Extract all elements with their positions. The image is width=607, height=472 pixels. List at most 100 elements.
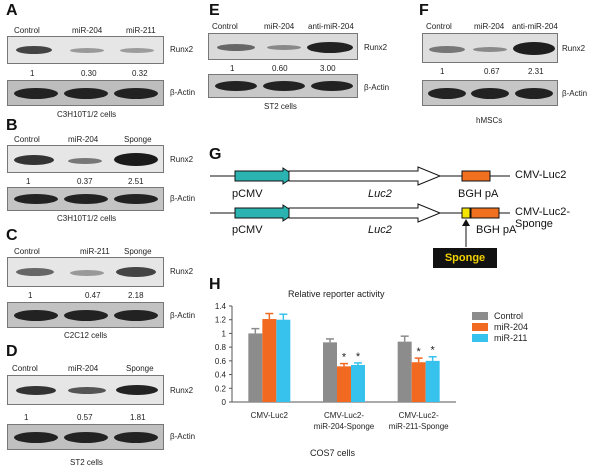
band <box>14 432 58 443</box>
bar <box>276 319 291 402</box>
bar <box>248 333 263 402</box>
band <box>513 42 555 55</box>
blot-runx2 <box>7 257 164 287</box>
cells-label: C2C12 cells <box>64 331 108 340</box>
quant-value: 0.37 <box>77 177 93 186</box>
blot-actin <box>208 74 358 98</box>
legend-swatch <box>472 312 488 320</box>
quant-value: 1 <box>230 64 235 73</box>
polya-box <box>461 170 491 182</box>
construct-name: CMV-Luc2 <box>515 169 567 181</box>
bar <box>397 341 412 402</box>
panel-label: G <box>209 146 222 163</box>
band <box>16 46 52 54</box>
band <box>311 81 353 91</box>
band <box>14 155 54 165</box>
band <box>114 194 158 204</box>
promoter-label: pCMV <box>232 224 263 236</box>
lane-label: Control <box>212 22 238 31</box>
polya-label: BGH pA <box>476 224 517 236</box>
band <box>64 194 108 204</box>
blot-actin <box>422 80 558 106</box>
cells-label: C3H10T1/2 cells <box>57 214 117 223</box>
panel-label: C <box>6 227 18 244</box>
construct-name: CMV-Luc2-Sponge <box>515 206 571 230</box>
polya-label: BGH pA <box>458 188 499 200</box>
band <box>263 81 305 91</box>
quant-value: 1 <box>30 69 35 78</box>
band <box>120 48 154 53</box>
blot-runx2 <box>208 33 358 60</box>
band <box>114 310 158 321</box>
band <box>114 153 158 166</box>
bar <box>337 366 351 402</box>
cells-label: ST2 cells <box>264 102 297 111</box>
cells-label: hMSCs <box>476 116 503 125</box>
y-tick-label: 0 <box>222 398 227 407</box>
lane-label: Sponge <box>126 364 154 373</box>
band <box>471 88 509 99</box>
quant-value: 1 <box>440 67 445 76</box>
lane-label: Sponge <box>124 135 152 144</box>
blot-runx2 <box>422 33 558 63</box>
legend-swatch <box>472 323 488 331</box>
row-label: β-Actin <box>364 83 390 92</box>
quant-value: 0.60 <box>272 64 288 73</box>
sponge-arrowhead <box>462 219 470 226</box>
cells-label: ST2 cells <box>70 458 103 467</box>
band <box>307 42 353 53</box>
lane-label: Sponge <box>124 247 152 256</box>
panel-label: F <box>419 2 429 19</box>
category-label: CMV-Luc2- <box>399 411 439 420</box>
panel-label: H <box>209 276 221 293</box>
band <box>114 432 158 443</box>
quant-value: 1 <box>26 177 31 186</box>
band <box>64 88 108 99</box>
y-tick-label: 0.4 <box>215 371 227 380</box>
quant-value: 1 <box>28 291 33 300</box>
reporter-arrow <box>288 166 442 186</box>
lane-label: miR-204 <box>68 364 99 373</box>
lane-label: miR-204 <box>68 135 99 144</box>
blot-runx2 <box>7 145 164 173</box>
y-tick-label: 1.4 <box>215 302 227 311</box>
legend-label: miR-211 <box>494 333 527 343</box>
sponge-insert <box>461 207 471 219</box>
band <box>267 45 301 50</box>
band <box>70 270 104 276</box>
band <box>116 267 156 277</box>
blot-actin <box>7 80 164 106</box>
quant-value: 2.51 <box>128 177 144 186</box>
band <box>428 88 466 99</box>
quant-value: 0.30 <box>81 69 97 78</box>
blot-runx2 <box>7 36 164 64</box>
lane-label: anti-miR-204 <box>308 22 354 31</box>
quant-value: 0.57 <box>77 413 93 422</box>
lane-label: Control <box>14 247 40 256</box>
bar <box>411 362 426 402</box>
y-tick-label: 0.2 <box>215 384 227 393</box>
band <box>68 158 102 164</box>
row-label: β-Actin <box>562 89 588 98</box>
significance-mark: * <box>342 352 347 364</box>
band <box>68 387 106 394</box>
y-tick-label: 0.6 <box>215 357 227 366</box>
row-label: Runx2 <box>170 267 194 276</box>
row-label: Runx2 <box>170 45 194 54</box>
band <box>14 310 58 321</box>
lane-label: Control <box>12 364 38 373</box>
polya-box <box>470 207 500 219</box>
chart-cells-label: COS7 cells <box>310 448 356 458</box>
row-label: Runx2 <box>170 386 194 395</box>
category-label: CMV-Luc2- <box>324 411 364 420</box>
bar <box>425 360 440 402</box>
chart-title: Relative reporter activity <box>288 289 385 299</box>
reporter-arrow <box>288 203 442 223</box>
category-label: miR-204-Sponge <box>314 422 375 431</box>
y-tick-label: 1.2 <box>215 316 227 325</box>
reporter-label: Luc2 <box>368 188 392 200</box>
band <box>215 81 257 91</box>
category-label: CMV-Luc2 <box>251 411 289 420</box>
